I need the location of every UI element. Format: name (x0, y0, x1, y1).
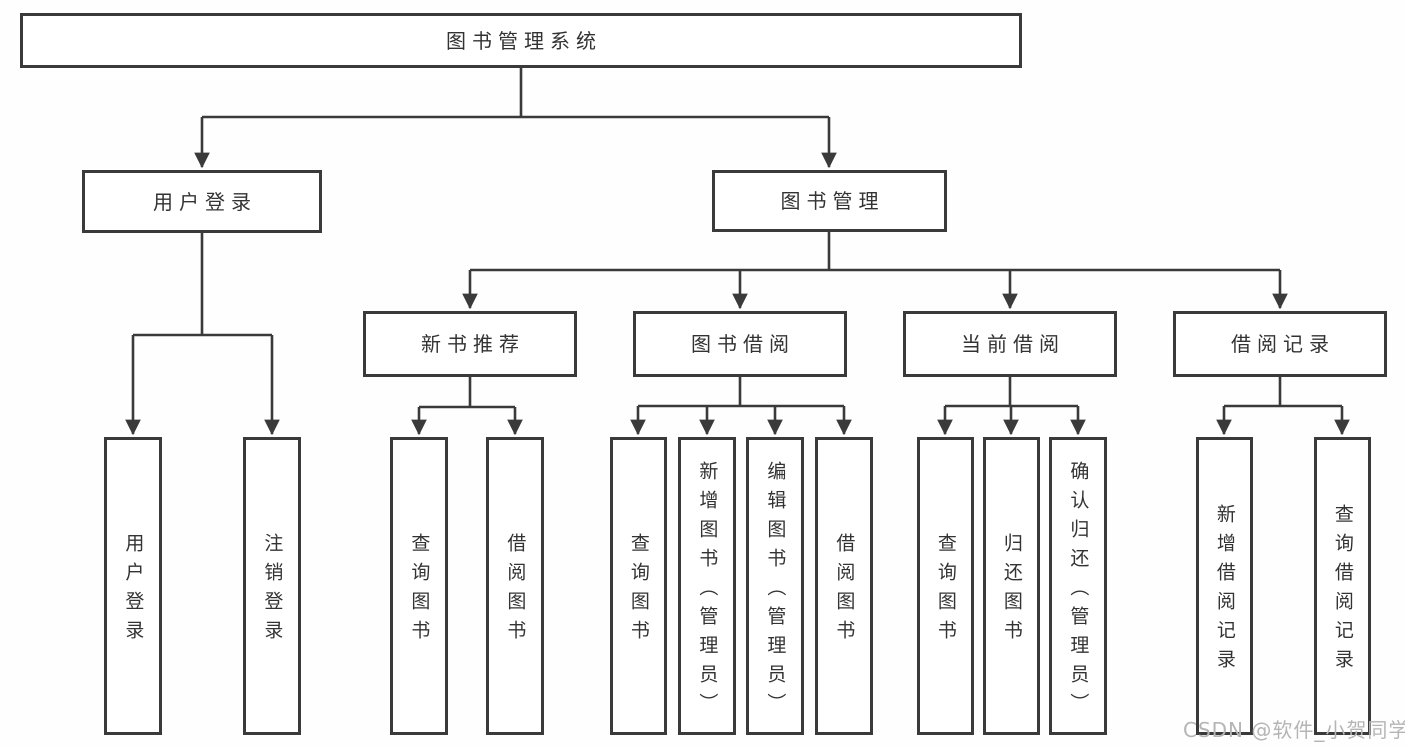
node-current-borrow: 当前借阅 (903, 311, 1117, 377)
leaf-cb-confirm-return-admin: 确认归还（管理员） (1049, 437, 1107, 735)
leaf-logout: 注销登录 (243, 437, 301, 735)
leaf-nb-query-books: 查询图书 (390, 437, 448, 735)
connector-book-borrow-trunk (638, 377, 844, 408)
leaf-user-login: 用户登录 (104, 437, 162, 735)
leaf-br-query-record: 查询借阅记录 (1314, 437, 1371, 735)
leaf-br-add-record: 新增借阅记录 (1196, 437, 1253, 735)
connector-root-trunk (202, 68, 829, 119)
leaf-bb-borrow-books: 借阅图书 (815, 437, 873, 735)
leaf-cb-return-books: 归还图书 (983, 437, 1040, 735)
node-root-system: 图书管理系统 (20, 13, 1022, 68)
connector-current-borrow-trunk (945, 377, 1078, 408)
node-borrow-record: 借阅记录 (1173, 311, 1387, 377)
leaf-cb-query-books: 查询图书 (917, 437, 974, 735)
connector-borrow-record-trunk (1224, 377, 1342, 408)
node-book-management: 图书管理 (712, 170, 947, 232)
csdn-watermark: CSDN @软件_小贺同学 (1183, 718, 1405, 742)
node-new-book-recommend: 新书推荐 (363, 311, 577, 377)
node-book-borrow: 图书借阅 (633, 311, 847, 377)
leaf-bb-edit-books-admin: 编辑图书（管理员） (746, 437, 804, 735)
connector-new-book-trunk (419, 377, 515, 409)
node-user-login: 用户登录 (82, 170, 322, 233)
leaf-nb-borrow-books: 借阅图书 (486, 437, 544, 735)
connector-user-login-trunk (133, 233, 272, 337)
leaf-bb-add-books-admin: 新增图书（管理员） (678, 437, 736, 735)
leaf-bb-query-books: 查询图书 (610, 437, 667, 735)
connector-book-management-trunk (470, 232, 1280, 272)
